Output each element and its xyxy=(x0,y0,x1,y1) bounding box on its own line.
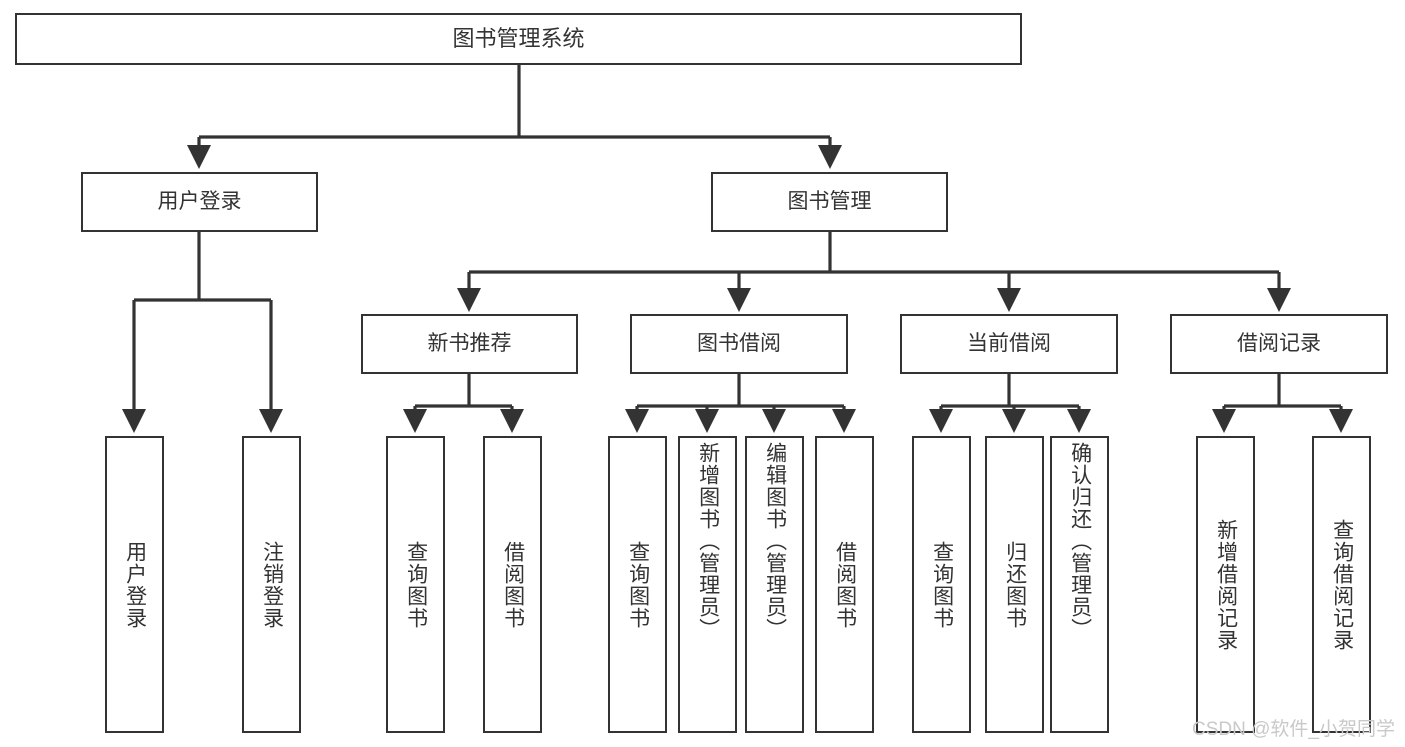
node-leaf-query-book-1[interactable]: 查询图书 xyxy=(386,436,445,733)
node-leaf-return-book[interactable]: 归还图书 xyxy=(985,436,1044,733)
node-leaf-edit-book[interactable]: 编辑图书（管理员） xyxy=(745,436,804,733)
node-leaf-confirm-return-label: 确认归还（管理员） xyxy=(1068,442,1092,640)
node-leaf-borrow-book-2-label: 借阅图书 xyxy=(833,540,857,629)
node-leaf-logout[interactable]: 注销登录 xyxy=(242,436,301,733)
node-leaf-add-book[interactable]: 新增图书（管理员） xyxy=(678,436,737,733)
node-leaf-borrow-book-1-label: 借阅图书 xyxy=(501,540,525,629)
node-leaf-query-book-3[interactable]: 查询图书 xyxy=(912,436,971,733)
node-root-label: 图书管理系统 xyxy=(452,25,585,51)
node-leaf-borrow-book-1[interactable]: 借阅图书 xyxy=(483,436,542,733)
node-leaf-user-login-label: 用户登录 xyxy=(123,540,147,629)
node-leaf-confirm-return[interactable]: 确认归还（管理员） xyxy=(1050,436,1109,733)
node-user-login[interactable]: 用户登录 xyxy=(81,172,318,232)
node-leaf-query-book-3-label: 查询图书 xyxy=(930,540,954,629)
node-leaf-query-book-1-label: 查询图书 xyxy=(404,540,428,629)
node-book-manage-label: 图书管理 xyxy=(787,190,872,214)
node-leaf-borrow-book-2[interactable]: 借阅图书 xyxy=(815,436,874,733)
node-leaf-add-book-label: 新增图书（管理员） xyxy=(696,442,720,640)
csdn-watermark: CSDN @软件_小贺同学 xyxy=(1192,719,1395,740)
node-root[interactable]: 图书管理系统 xyxy=(15,13,1022,65)
node-leaf-query-book-2-label: 查询图书 xyxy=(626,540,650,629)
node-new-book-recommend-label: 新书推荐 xyxy=(427,332,512,356)
node-leaf-add-record-label: 新增借阅记录 xyxy=(1214,518,1238,651)
node-leaf-logout-label: 注销登录 xyxy=(260,540,284,629)
node-leaf-query-record-label: 查询借阅记录 xyxy=(1330,518,1354,651)
node-borrow-record-label: 借阅记录 xyxy=(1237,332,1321,356)
node-borrow-record[interactable]: 借阅记录 xyxy=(1170,314,1388,374)
node-leaf-return-book-label: 归还图书 xyxy=(1003,540,1027,629)
node-current-borrow[interactable]: 当前借阅 xyxy=(900,314,1118,374)
node-new-book-recommend[interactable]: 新书推荐 xyxy=(361,314,578,374)
node-leaf-user-login[interactable]: 用户登录 xyxy=(105,436,164,733)
node-leaf-edit-book-label: 编辑图书（管理员） xyxy=(763,442,787,640)
node-book-borrow[interactable]: 图书借阅 xyxy=(630,314,848,374)
node-leaf-add-record[interactable]: 新增借阅记录 xyxy=(1196,436,1255,733)
node-leaf-query-book-2[interactable]: 查询图书 xyxy=(608,436,667,733)
node-current-borrow-label: 当前借阅 xyxy=(967,332,1051,356)
node-book-manage[interactable]: 图书管理 xyxy=(711,172,948,232)
node-user-login-label: 用户登录 xyxy=(157,190,242,214)
node-leaf-query-record[interactable]: 查询借阅记录 xyxy=(1312,436,1371,733)
node-book-borrow-label: 图书借阅 xyxy=(697,332,781,356)
